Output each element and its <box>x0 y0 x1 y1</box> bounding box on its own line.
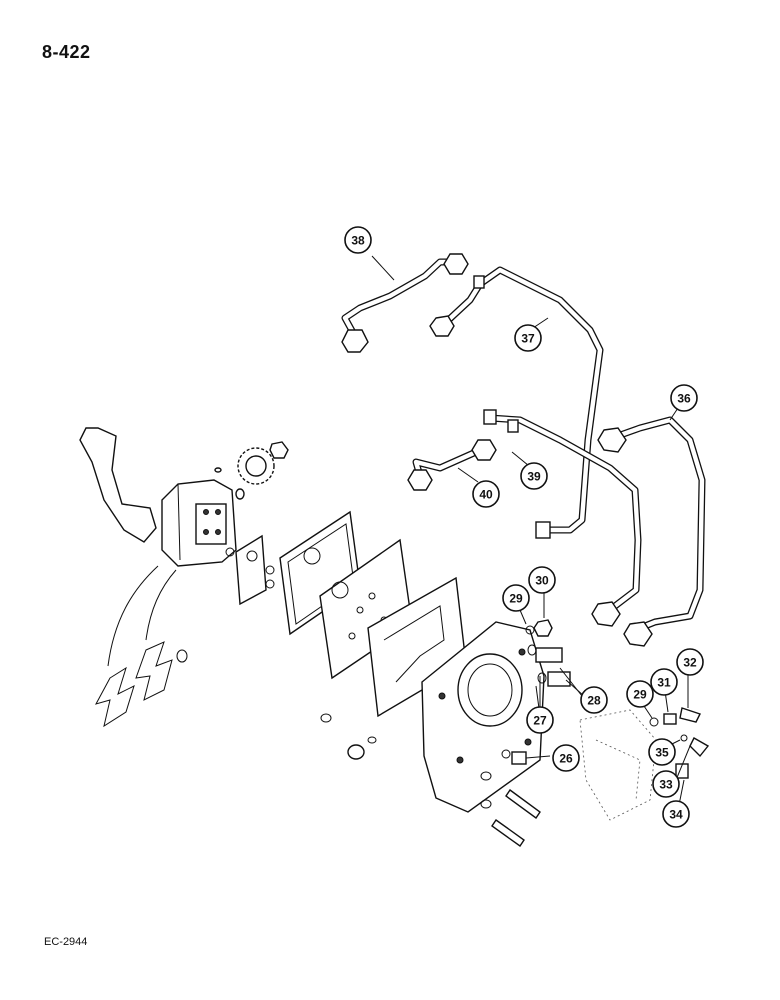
injector-line-36 <box>597 416 706 647</box>
injector-line-38 <box>341 253 469 353</box>
page-number: 8-422 <box>42 42 91 62</box>
callout-36: 36 <box>670 384 698 412</box>
injector-line-37 <box>429 266 604 539</box>
callout-33: 33 <box>652 770 680 798</box>
fitting-26 <box>501 749 527 765</box>
callout-29-lower: 29 <box>626 680 654 708</box>
bolt-lower <box>491 819 525 847</box>
callout-37: 37 <box>514 324 542 352</box>
callout-label: 36 <box>677 392 691 406</box>
callout-34: 34 <box>662 800 690 828</box>
pump-housing <box>320 621 545 813</box>
callout-label: 32 <box>683 656 697 670</box>
callout-label: 40 <box>479 488 493 502</box>
callout-label: 27 <box>533 714 547 728</box>
governor-lever <box>79 427 157 543</box>
fittings-27-28 <box>527 644 571 687</box>
callout-label: 30 <box>535 574 549 588</box>
fittings-29-35 <box>649 707 710 779</box>
callout-26: 26 <box>552 744 580 772</box>
callout-label: 37 <box>521 332 535 346</box>
fittings-29-30 <box>525 619 553 637</box>
callout-label: 29 <box>633 688 647 702</box>
callout-label: 35 <box>655 746 669 760</box>
drive-gear <box>235 441 289 500</box>
callout-31: 31 <box>650 668 678 696</box>
callout-39: 39 <box>520 462 548 490</box>
callout-27: 27 <box>526 706 554 734</box>
callout-label: 26 <box>559 752 573 766</box>
callout-label: 33 <box>659 778 673 792</box>
cover-plate <box>225 534 275 606</box>
callout-29-upper: 29 <box>502 584 530 612</box>
callout-32: 32 <box>676 648 704 676</box>
figure-code: EC-2944 <box>44 936 88 948</box>
callout-35: 35 <box>648 738 676 766</box>
callout-label: 31 <box>657 676 671 690</box>
callout-label: 39 <box>527 470 541 484</box>
callout-28: 28 <box>580 686 608 714</box>
callout-38: 38 <box>344 226 372 254</box>
injector-line-40 <box>407 439 497 491</box>
callout-label: 34 <box>669 808 683 822</box>
callout-40: 40 <box>472 480 500 508</box>
callout-label: 28 <box>587 694 601 708</box>
pump-body <box>161 467 237 567</box>
o-rings <box>94 565 188 728</box>
callout-30: 30 <box>528 566 556 594</box>
callout-label: 38 <box>351 234 365 248</box>
bolt-upper <box>480 771 541 819</box>
callout-label: 29 <box>509 592 523 606</box>
injector-line-39 <box>483 409 642 627</box>
engine-outline <box>579 709 657 821</box>
